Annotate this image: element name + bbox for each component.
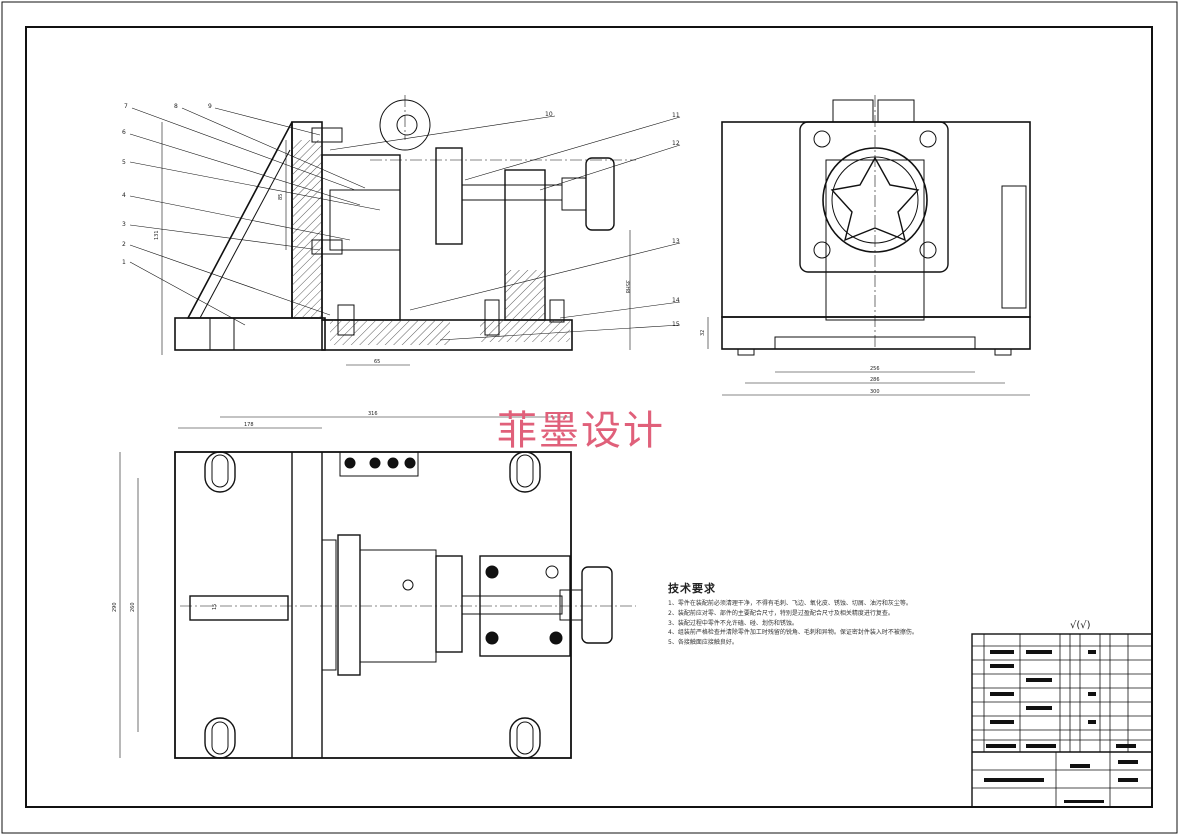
balloon-6: 6 xyxy=(122,129,126,136)
requirement-line-4: 4、组装前严格检查并清除零件加工时残留的锐角、毛刺和异物。保证密封件装入时不被擦… xyxy=(668,629,918,637)
balloon-9: 9 xyxy=(208,103,212,110)
dim-top-left: 178 xyxy=(244,422,254,428)
part-balloons: 7 8 9 6 5 4 3 2 1 10 11 12 13 14 15 xyxy=(122,103,680,328)
title-block xyxy=(971,633,1153,808)
dim-side-bottom: 65 xyxy=(374,359,380,365)
balloon-10: 10 xyxy=(545,111,553,118)
requirement-line-1: 1、零件在装配前必须清理干净，不得有毛刺、飞边、氧化皮、锈蚀、切屑、油污和灰尘等… xyxy=(668,600,912,607)
balloon-8: 8 xyxy=(174,103,178,110)
balloon-2: 2 xyxy=(122,241,126,248)
dimension-labels: 131 85 65 35H8 256 286 300 32 316 178 29… xyxy=(112,194,880,612)
dim-side-right: 35H8 xyxy=(624,280,630,293)
dim-end-left: 32 xyxy=(700,330,706,336)
watermark-text: 菲墨设计 xyxy=(497,408,665,454)
balloon-14: 14 xyxy=(672,297,680,304)
requirement-line-5: 5、各接触面应接触良好。 xyxy=(668,639,738,647)
balloon-1: 1 xyxy=(122,259,126,266)
balloon-4: 4 xyxy=(122,192,126,199)
balloon-15: 15 xyxy=(672,321,680,328)
dim-top-height: 290 xyxy=(112,602,118,612)
balloon-12: 12 xyxy=(672,140,680,147)
dim-top-span: 316 xyxy=(368,411,378,417)
dim-top-inner: 260 xyxy=(130,602,136,612)
dim-top-slot: 15 xyxy=(212,604,218,610)
end-view xyxy=(707,95,1031,396)
dim-end-outer: 300 xyxy=(870,389,880,395)
dim-side-inner: 85 xyxy=(278,194,284,200)
balloon-3: 3 xyxy=(122,221,126,228)
top-view xyxy=(119,416,636,759)
dim-end-inner: 256 xyxy=(870,366,880,372)
technical-requirements-title: 技术要求 xyxy=(668,582,716,595)
technical-requirements: 技术要求 1、零件在装配前必须清理干净，不得有毛刺、飞边、氧化皮、锈蚀、切屑、油… xyxy=(668,580,918,648)
balloon-13: 13 xyxy=(672,238,680,245)
balloon-11: 11 xyxy=(672,112,680,119)
balloon-5: 5 xyxy=(122,159,126,166)
requirement-line-3: 3、装配过程中零件不允许磕、碰、划伤和锈蚀。 xyxy=(668,619,798,627)
dim-end-mid: 286 xyxy=(870,377,880,383)
dim-side-height: 131 xyxy=(154,230,160,240)
requirement-line-2: 2、装配前应对零、部件的主要配合尺寸，特别是过盈配合尺寸及相关精度进行复查。 xyxy=(668,609,894,617)
surface-roughness-symbol: √(√) xyxy=(1070,620,1091,631)
balloon-7: 7 xyxy=(124,103,128,110)
drawing-frame xyxy=(25,26,1153,808)
side-view xyxy=(129,95,681,366)
